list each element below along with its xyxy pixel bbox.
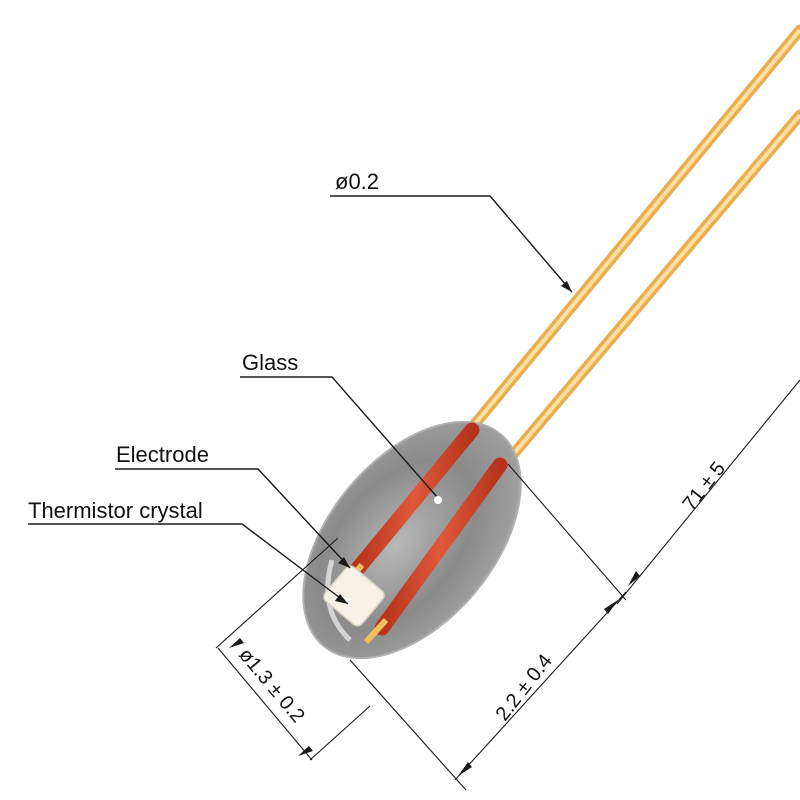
bead-diameter-label: ø1.3 ± 0.2: [234, 644, 309, 727]
electrode-label: Electrode: [116, 442, 209, 467]
glass-callout: Glass: [240, 350, 442, 504]
wire-diameter-label: ø0.2: [335, 169, 379, 194]
glass-body: [302, 420, 522, 660]
electrode-lower: [374, 457, 508, 636]
thermistor-crystal-callout: Thermistor crystal: [28, 498, 349, 605]
thermistor-crystal: [323, 565, 385, 627]
lead-wires: [464, 24, 800, 476]
electrode-upper: [347, 422, 480, 580]
wire-diameter-callout: ø0.2: [330, 169, 573, 293]
bead-length-label: 2.2 ± 0.4: [492, 650, 557, 725]
lead-length-label: 71 ± 5: [679, 458, 730, 515]
glass-bead: [302, 420, 522, 660]
electrode-callout: Electrode: [115, 442, 351, 569]
glass-label: Glass: [242, 350, 298, 375]
thermistor-crystal-label: Thermistor crystal: [28, 498, 203, 523]
